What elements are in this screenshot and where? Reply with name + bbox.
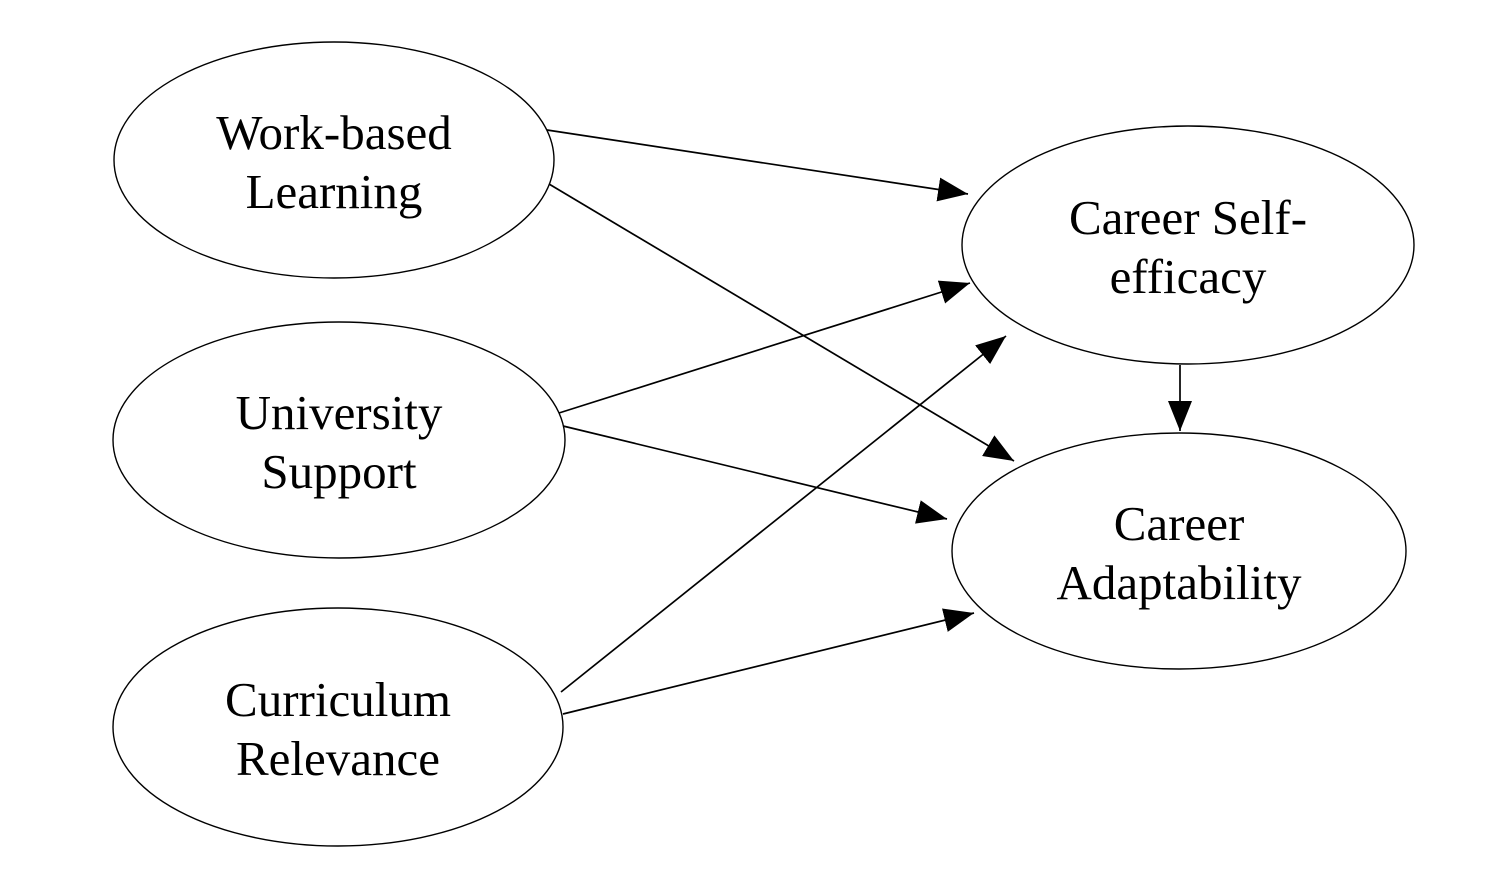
edge-curriculum-relevance-to-career-adaptability: [562, 608, 975, 715]
node-work-based-learning: Work-based Learning: [113, 41, 555, 279]
edge-university-support-to-career-adaptability: [562, 425, 948, 524]
curriculum-relevance-ellipse: [112, 607, 564, 847]
university-support-ellipse: [112, 321, 566, 559]
node-career-self-efficacy: Career Self- efficacy: [961, 125, 1415, 365]
work-based-learning-label-line1: Work-based: [216, 105, 452, 160]
career-adaptability-label-line2: Adaptability: [1057, 555, 1302, 610]
career-adaptability-ellipse: [951, 432, 1407, 670]
node-university-support: University Support: [112, 321, 566, 559]
edge-work-based-learning-to-career-self-efficacy: [546, 129, 969, 202]
edge-curriculum-relevance-to-career-self-efficacy: [560, 335, 1007, 693]
university-support-label-line2: Support: [261, 444, 417, 499]
curriculum-relevance-label-line1: Curriculum: [225, 672, 451, 727]
curriculum-relevance-label-line2: Relevance: [236, 731, 440, 786]
edge-work-based-learning-to-career-adaptability: [548, 183, 1015, 462]
work-based-learning-label-line2: Learning: [246, 164, 423, 219]
work-based-learning-ellipse: [113, 41, 555, 279]
career-self-efficacy-label-line2: efficacy: [1110, 249, 1267, 304]
university-support-label-line1: University: [236, 385, 443, 440]
node-curriculum-relevance: Curriculum Relevance: [112, 607, 564, 847]
career-self-efficacy-label-line1: Career Self-: [1069, 190, 1307, 245]
node-career-adaptability: Career Adaptability: [951, 432, 1407, 670]
career-self-efficacy-ellipse: [961, 125, 1415, 365]
edge-university-support-to-career-self-efficacy: [558, 280, 971, 414]
edges: [546, 129, 1192, 715]
career-adaptability-label-line1: Career: [1114, 496, 1245, 551]
